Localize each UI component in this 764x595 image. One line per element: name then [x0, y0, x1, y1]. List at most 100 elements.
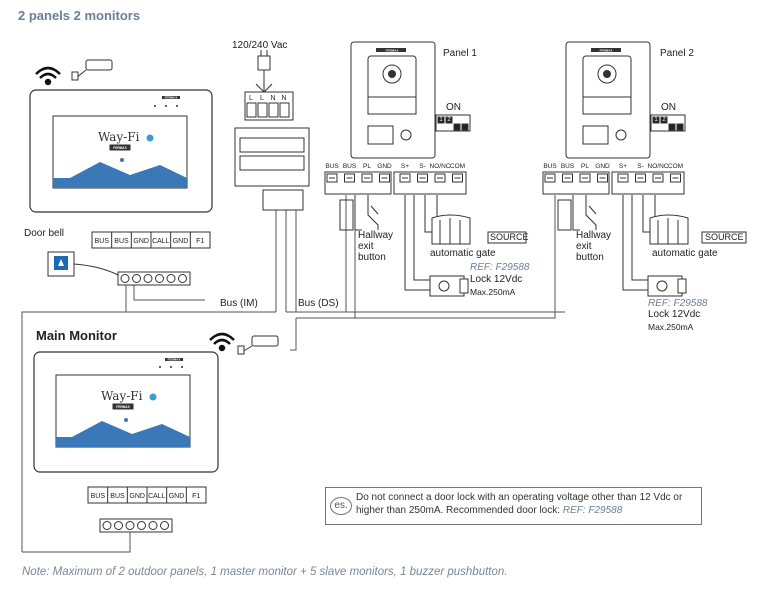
panel-2-terminal-label: BUS — [561, 163, 575, 170]
panel-2-terminal-label: COM — [668, 163, 683, 170]
monitor-main-terminal-label: CALL — [148, 493, 166, 500]
wayfi-plus-icon-main — [149, 393, 157, 401]
monitor-main-terminal-label: GND — [129, 493, 145, 500]
monitor-top-terminal-label: BUS — [95, 238, 110, 245]
monitor-top-terminal-label: CALL — [152, 238, 170, 245]
hallway-button-2 — [557, 195, 597, 231]
distributor-top-screw — [178, 274, 187, 283]
panel-2-terminals — [542, 171, 685, 195]
panel-1-terminal-label: S+ — [401, 163, 409, 170]
panel-1-terminal-label: COM — [450, 163, 465, 170]
dip-1-switch — [461, 123, 469, 131]
wayfi-logo-top: Way-Fi — [98, 130, 140, 144]
warning-message: Do not connect a door lock with an opera… — [356, 492, 683, 516]
dip-2-switch — [652, 116, 660, 124]
hallway-button-1 — [339, 195, 379, 231]
wayfi-plus-icon-top — [146, 134, 154, 142]
distributor-top-screw — [132, 274, 141, 283]
fermax-brand-label: FERMAX — [386, 49, 399, 53]
panel-2-terminal-label: S+ — [619, 163, 627, 170]
monitor-main-terminal-label: F1 — [192, 493, 200, 500]
gate-icon-1 — [424, 195, 527, 245]
bus-im-label: Bus (IM) — [220, 298, 258, 309]
fermax-brand-label: FERMAX — [165, 96, 178, 100]
language-badge: es. — [330, 497, 352, 515]
dip-2-number: 2 — [662, 117, 666, 123]
power-terminal-screw — [257, 102, 268, 118]
dip-1-number: 4 — [463, 117, 467, 123]
dip-2-number: 1 — [654, 117, 658, 123]
gate-2-label: automatic gate — [652, 248, 718, 259]
monitor-main-terminal-label: BUS — [110, 493, 125, 500]
distributor-main-screw — [148, 521, 158, 530]
monitor-main — [33, 351, 219, 473]
hallway-2-line1: Hallway — [576, 230, 612, 241]
panel-2-label: Panel 2 — [660, 48, 694, 59]
power-supply — [234, 91, 310, 211]
distributor-top-screw — [155, 274, 164, 283]
panel-1-terminal-label: S- — [419, 163, 426, 170]
warning-box: es. Do not connect a door lock with an o… — [325, 487, 702, 525]
hallway-label-1: Hallway exit button — [358, 230, 393, 263]
hallway-2-line2: exit — [576, 241, 592, 252]
monitor-main-terminal-label: GND — [169, 493, 185, 500]
dip-2-on-label: ON — [661, 102, 676, 113]
hallway-1-line1: Hallway — [358, 230, 394, 241]
distributor-main-screw — [160, 521, 169, 530]
wifi-icon-top — [35, 66, 61, 86]
panel-2 — [565, 41, 651, 159]
panel-2-terminal-label: GND — [595, 163, 610, 170]
monitor-top — [29, 89, 213, 213]
wayfi-logo-main: Way-Fi — [101, 389, 143, 403]
dip-2-number: 3 — [670, 117, 674, 123]
power-plug-icon — [255, 50, 273, 93]
panel-1-terminal-label: BUS — [325, 163, 339, 170]
page-title: 2 panels 2 monitors — [18, 8, 141, 23]
lock-icon-1 — [404, 195, 469, 297]
monitor-top-terminal-label: GND — [133, 238, 149, 245]
panel-2-terminal-label: BUS — [543, 163, 557, 170]
dip-1-switch — [437, 116, 445, 124]
dip-1-number: 2 — [447, 117, 451, 123]
ref-2-label: REF: F29588 — [648, 298, 708, 309]
monitor-top-terminal-label: BUS — [114, 238, 129, 245]
fermax-brand-label: FERMAX — [600, 49, 613, 53]
distributor-main-screw — [125, 521, 135, 530]
panel-1-terminals — [324, 171, 467, 195]
fermax-badge-top — [109, 144, 131, 151]
warning-text: Do not connect a door lock with an opera… — [356, 491, 696, 517]
source-1-label: SOURCE — [490, 232, 529, 242]
panel-2-terminal-label: NO/NC — [648, 163, 669, 170]
panel-2-terminal-label: S- — [637, 163, 644, 170]
dip-2-switch — [676, 123, 684, 131]
monitor-main-terminal-label: BUS — [91, 493, 106, 500]
distributor-top-screw — [166, 274, 176, 283]
gate-icon-2 — [642, 195, 747, 245]
fermax-badge-main — [112, 403, 134, 410]
dip-2-switch — [660, 116, 668, 124]
dip-2-switch — [668, 123, 676, 131]
camera-icon-main — [237, 335, 279, 355]
panel-2-terminal-label: PL — [581, 163, 589, 170]
source-2-label: SOURCE — [705, 232, 744, 242]
power-terminal-label: N — [281, 95, 286, 102]
main-monitor-label: Main Monitor — [36, 328, 117, 343]
power-terminal-screw — [246, 102, 257, 118]
distributor-main-screw — [102, 521, 112, 530]
wifi-icon-main — [209, 332, 235, 352]
fermax-badge-top-text: FERMAX — [113, 146, 127, 150]
door-bell-icon — [47, 251, 119, 277]
panel-1-terminal-label: GND — [377, 163, 392, 170]
footnote: Note: Maximum of 2 outdoor panels, 1 mas… — [22, 566, 508, 578]
bus-ds-label: Bus (DS) — [298, 298, 339, 309]
max-2-label: Max.250mA — [648, 322, 694, 332]
door-bell-label: Door bell — [24, 228, 65, 239]
bus-wires — [21, 195, 565, 553]
lock-2-label: Lock 12Vdc — [648, 309, 701, 320]
lock-icon-2 — [622, 195, 687, 297]
power-terminal-screw — [268, 102, 279, 118]
panel-1-label: Panel 1 — [443, 48, 477, 59]
power-terminal-label: N — [270, 95, 275, 102]
power-terminal-screw — [279, 102, 290, 118]
